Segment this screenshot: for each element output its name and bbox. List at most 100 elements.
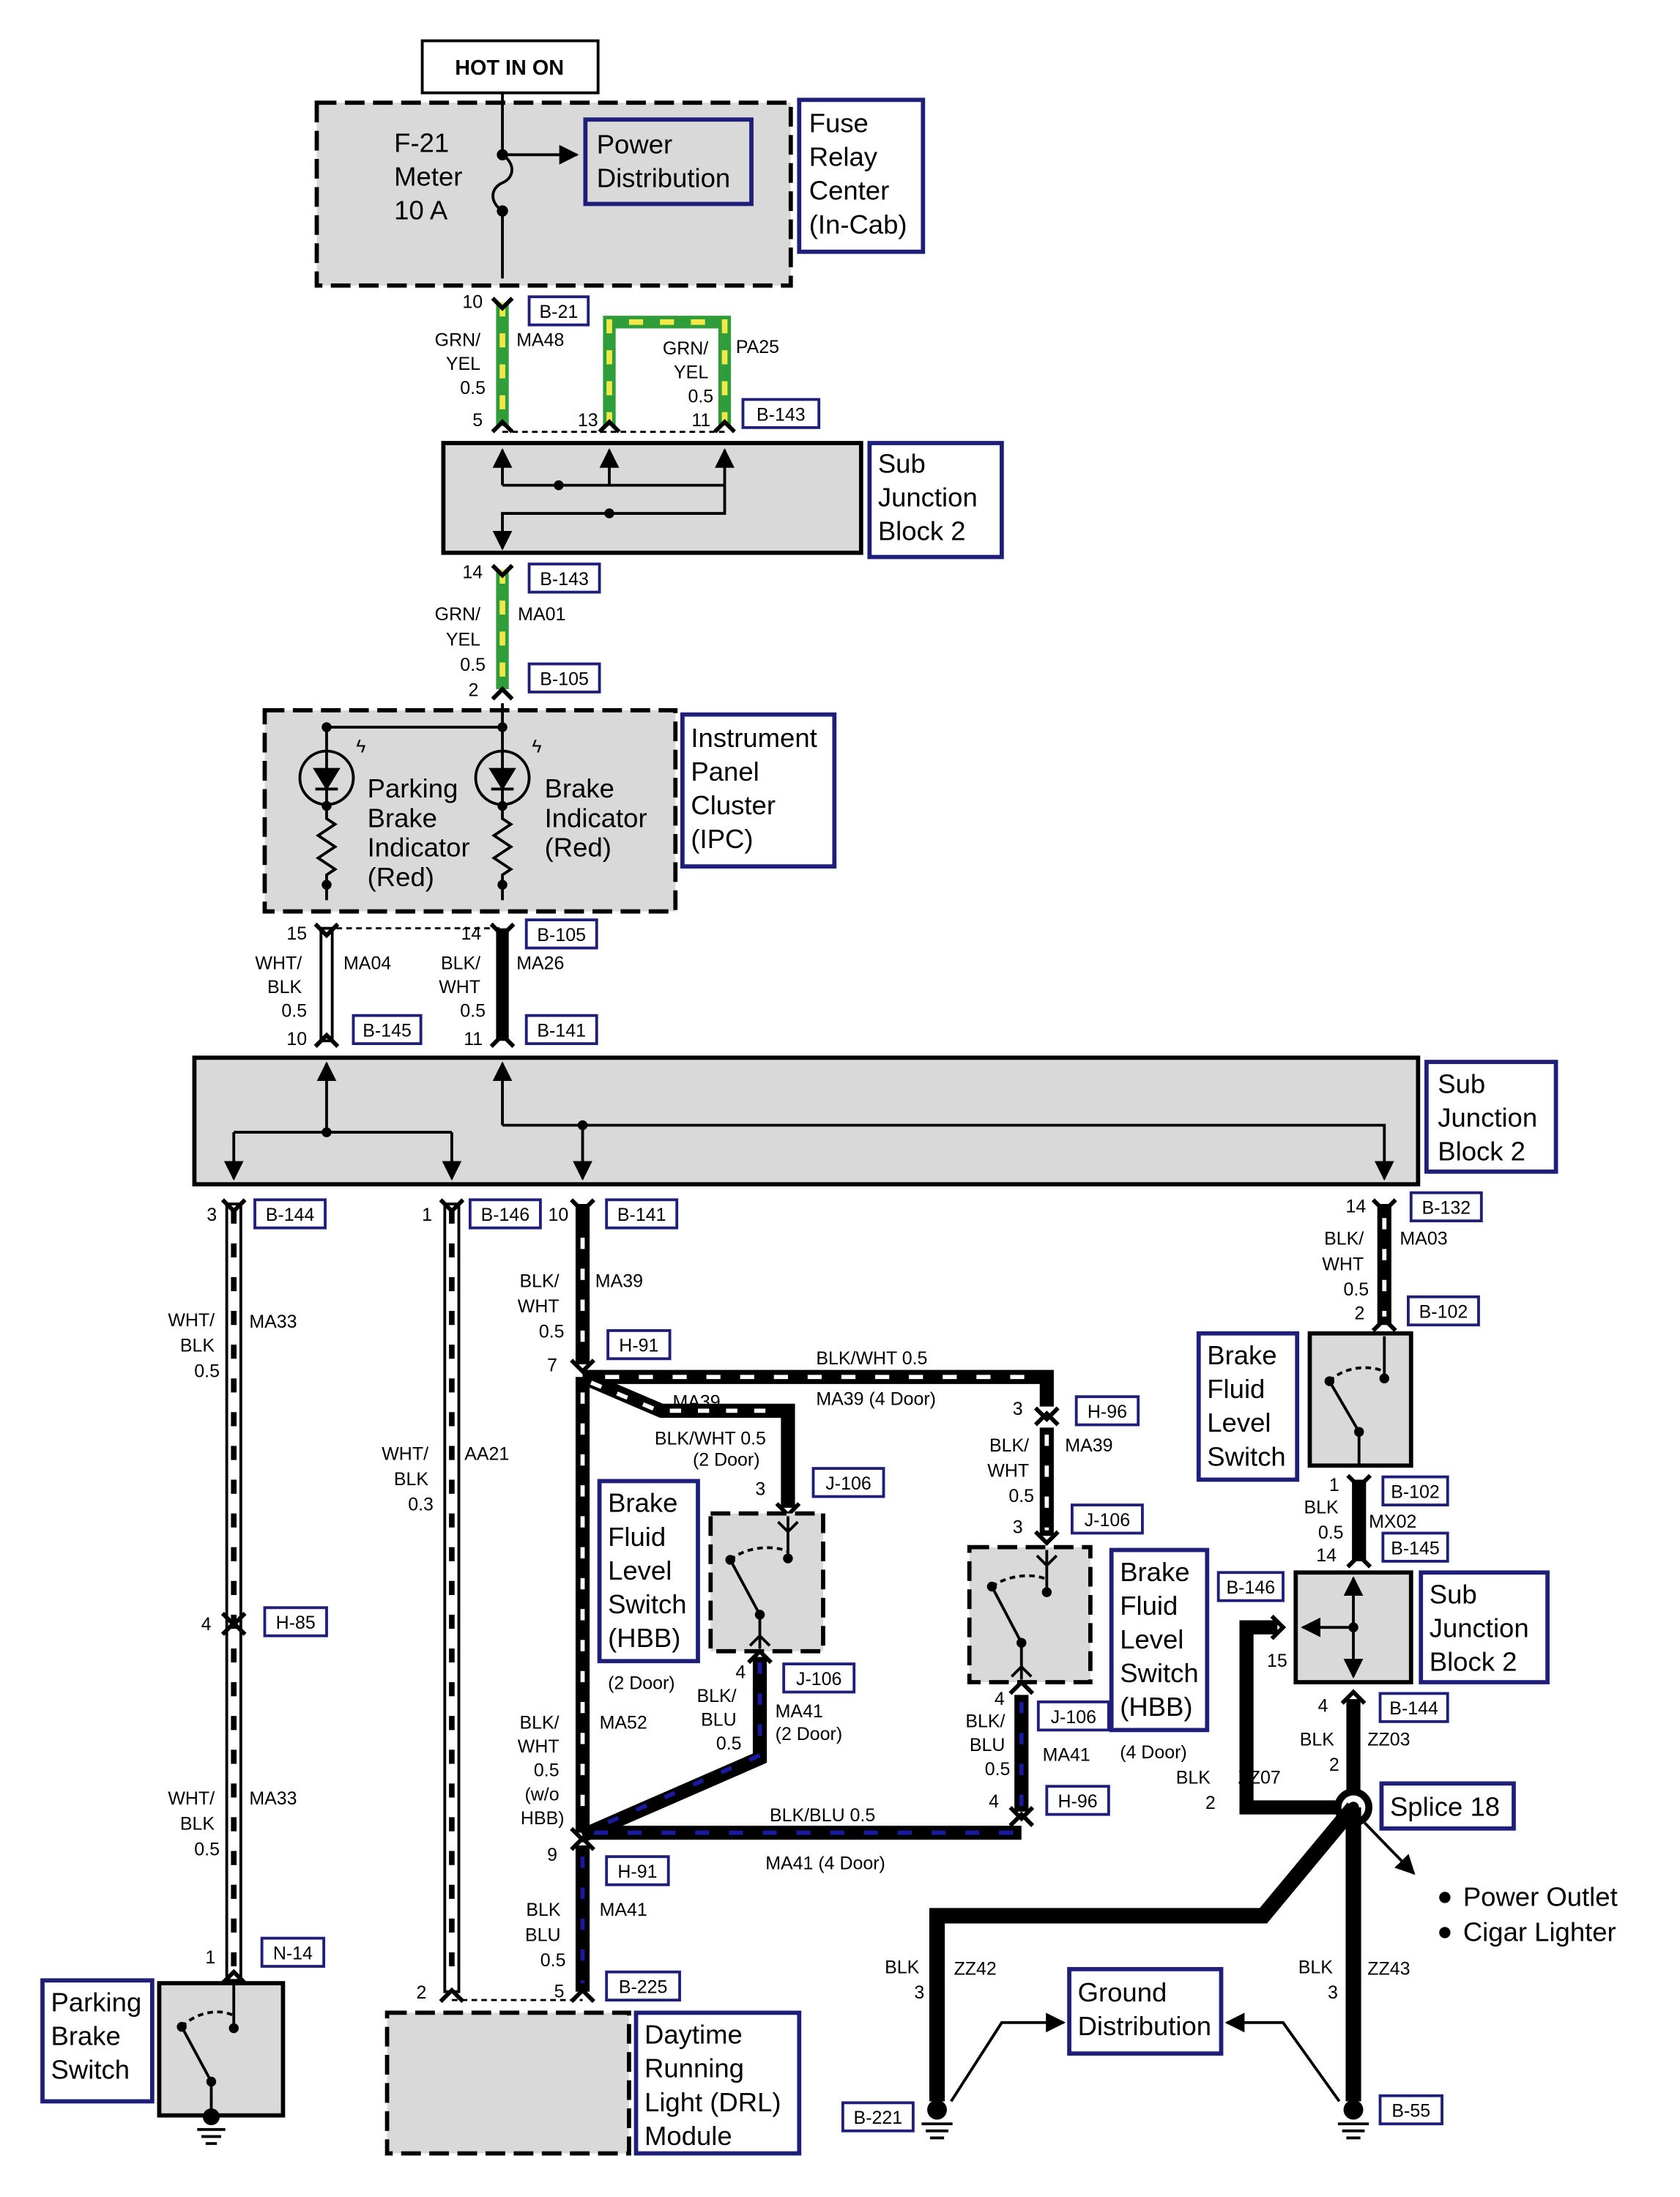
wire-zz42 xyxy=(929,1802,1360,2102)
svg-text:B-143: B-143 xyxy=(757,404,806,425)
connector-b146-right[interactable] xyxy=(1216,1571,1285,1602)
brake-fluid-level-switch-label xyxy=(1196,1331,1300,1482)
svg-text:3: 3 xyxy=(207,1205,217,1225)
svg-text:MA39: MA39 xyxy=(595,1271,643,1291)
svg-text:MA41: MA41 xyxy=(600,1900,647,1920)
svg-text:BLK/ WHT 0.5 (w/o: BLK/ WHT 0.5 (w/o HBB) xyxy=(518,1712,565,1829)
svg-text:ϟ: ϟ xyxy=(356,737,365,757)
svg-text:WHT/ BLK 0.5: WHT/ BLK 0.5 xyxy=(168,1310,220,1381)
svg-text:BLK/ WHT 0.5: BLK/ WHT 0.5 xyxy=(987,1435,1034,1506)
svg-text:B-55: B-55 xyxy=(1391,2101,1430,2122)
svg-text:WHT/ BLK 0.3: WHT/ BLK 0.3 xyxy=(382,1444,434,1515)
svg-text:Parking Brake Switch: Parking Brake Switch xyxy=(51,1987,149,2084)
bfls-hbb-2door-label xyxy=(597,1479,700,1664)
connector-b21[interactable] xyxy=(527,295,590,327)
svg-text:B-146: B-146 xyxy=(481,1205,530,1225)
svg-text:MA01: MA01 xyxy=(518,604,565,625)
connector-b105-top[interactable] xyxy=(527,662,601,694)
svg-text:B-143: B-143 xyxy=(540,569,589,590)
drl-module-label xyxy=(633,2010,802,2156)
svg-text:H-96: H-96 xyxy=(1058,1791,1098,1812)
svg-text:7: 7 xyxy=(547,1356,557,1376)
svg-text:AA21: AA21 xyxy=(464,1444,509,1465)
connector-j106-c[interactable] xyxy=(782,1662,856,1694)
svg-text:ZZ43: ZZ43 xyxy=(1367,1959,1410,1979)
connector-h96-bottom[interactable] xyxy=(1045,1785,1110,1816)
splice-18-label xyxy=(1379,1781,1516,1831)
power-distribution-ref[interactable] xyxy=(583,117,754,207)
wire-ma41-2door xyxy=(579,1657,767,1843)
connector-b145-left[interactable] xyxy=(352,1014,423,1046)
brake-indicator-led-icon xyxy=(488,767,516,791)
bfls-hbb-4door xyxy=(967,1544,1093,1684)
sub-junction-block-a xyxy=(441,441,863,555)
svg-text:WHT/ BLK 0.5: WHT/ BLK 0.5 xyxy=(168,1788,220,1859)
svg-text:15: 15 xyxy=(1267,1651,1287,1671)
svg-text:BLK/WHT 0.5: BLK/WHT 0.5 xyxy=(816,1348,927,1369)
bfls-hbb-2door xyxy=(708,1511,825,1654)
ipc-label-box xyxy=(680,712,837,869)
svg-text:B-141: B-141 xyxy=(537,1020,586,1041)
svg-text:Instrument Panel Clust: Instrument Panel Cluster (IPC) xyxy=(691,723,824,854)
connector-b141-mid[interactable] xyxy=(605,1198,679,1230)
svg-text:B-225: B-225 xyxy=(619,1977,668,1998)
connector-b145-right[interactable] xyxy=(1381,1531,1449,1563)
parking-brake-switch xyxy=(157,1981,286,2118)
connector-h91-bottom[interactable] xyxy=(605,1855,670,1886)
connector-n14[interactable] xyxy=(260,1936,326,1968)
svg-text:4: 4 xyxy=(735,1662,746,1682)
svg-text:10: 10 xyxy=(286,1029,307,1049)
connector-b146-left[interactable] xyxy=(468,1198,542,1230)
connector-b141-top[interactable] xyxy=(524,1014,598,1046)
connector-h91-top[interactable] xyxy=(606,1328,672,1361)
svg-text:BLK 3: BLK 3 xyxy=(885,1958,924,2004)
connector-b105-mid[interactable] xyxy=(524,918,598,950)
wire-zz07 xyxy=(1239,1620,1354,1815)
svg-text:14: 14 xyxy=(462,562,483,582)
connector-b143-top[interactable] xyxy=(741,398,821,429)
wire-ma39-4door xyxy=(582,1369,1054,1407)
svg-text:2: 2 xyxy=(469,680,479,701)
svg-text:BLK/WHT 0.5 (2 Door): BLK/WHT 0.5 (2 Door) xyxy=(655,1428,771,1470)
svg-text:B-145: B-145 xyxy=(363,1020,412,1041)
bfls-hbb-4door-label xyxy=(1109,1547,1210,1733)
connector-b143-mid[interactable] xyxy=(527,562,601,594)
brake-fluid-level-switch xyxy=(1307,1331,1413,1468)
svg-text:Sub Junction Block 2: Sub Junction Block 2 xyxy=(878,448,985,546)
svg-text:B-102: B-102 xyxy=(1419,1302,1468,1323)
wire-ma39-2door xyxy=(579,1370,795,1508)
connector-h96-top[interactable] xyxy=(1074,1395,1140,1427)
svg-text:PA25: PA25 xyxy=(736,337,779,357)
connector-b144-right[interactable] xyxy=(1378,1692,1449,1723)
svg-text:1: 1 xyxy=(422,1205,432,1225)
svg-text:WHT/ BLK 0.5: WHT/ BLK 0.5 xyxy=(255,953,307,1021)
connector-b132[interactable] xyxy=(1409,1191,1483,1223)
connector-b102-mid[interactable] xyxy=(1381,1475,1449,1506)
svg-text:H-91: H-91 xyxy=(619,1336,658,1356)
instrument-panel-cluster xyxy=(262,708,678,914)
connector-j106-d[interactable] xyxy=(1036,1700,1110,1732)
svg-text:Ground Distribution: Ground Distribution xyxy=(1078,1977,1212,2041)
svg-text:4: 4 xyxy=(989,1791,999,1812)
svg-text:MA52: MA52 xyxy=(600,1712,647,1733)
connector-j106-b[interactable] xyxy=(1070,1503,1144,1535)
connector-b221[interactable] xyxy=(841,2101,915,2133)
wire-pa25-spec: GRN/ YEL 0.5 xyxy=(663,338,713,406)
connector-h85[interactable] xyxy=(263,1606,328,1637)
svg-text:BLK BLU 0.5: BLK BLU 0.5 xyxy=(525,1900,565,1971)
svg-text:BLK/BLU 0.5: BLK/BLU 0.5 xyxy=(770,1805,875,1826)
svg-text:MA33: MA33 xyxy=(249,1312,297,1332)
connector-b102-top[interactable] xyxy=(1407,1295,1480,1327)
svg-text:BLK/ BLU 0.5: BLK/ BLU 0.5 xyxy=(965,1711,1010,1780)
svg-text:9: 9 xyxy=(547,1845,557,1865)
svg-text:MA26: MA26 xyxy=(516,953,564,973)
svg-text:10: 10 xyxy=(549,1205,569,1225)
connector-b55[interactable] xyxy=(1378,2094,1443,2126)
connector-b144-left[interactable] xyxy=(253,1198,327,1230)
svg-text:MX02: MX02 xyxy=(1369,1512,1416,1532)
connector-b225[interactable] xyxy=(605,1970,681,2002)
svg-text:B-144: B-144 xyxy=(266,1205,315,1225)
svg-text:MA39: MA39 xyxy=(672,1392,720,1413)
connector-j106-a[interactable] xyxy=(811,1467,885,1498)
ground-distribution-ref[interactable] xyxy=(1067,1966,1224,2056)
